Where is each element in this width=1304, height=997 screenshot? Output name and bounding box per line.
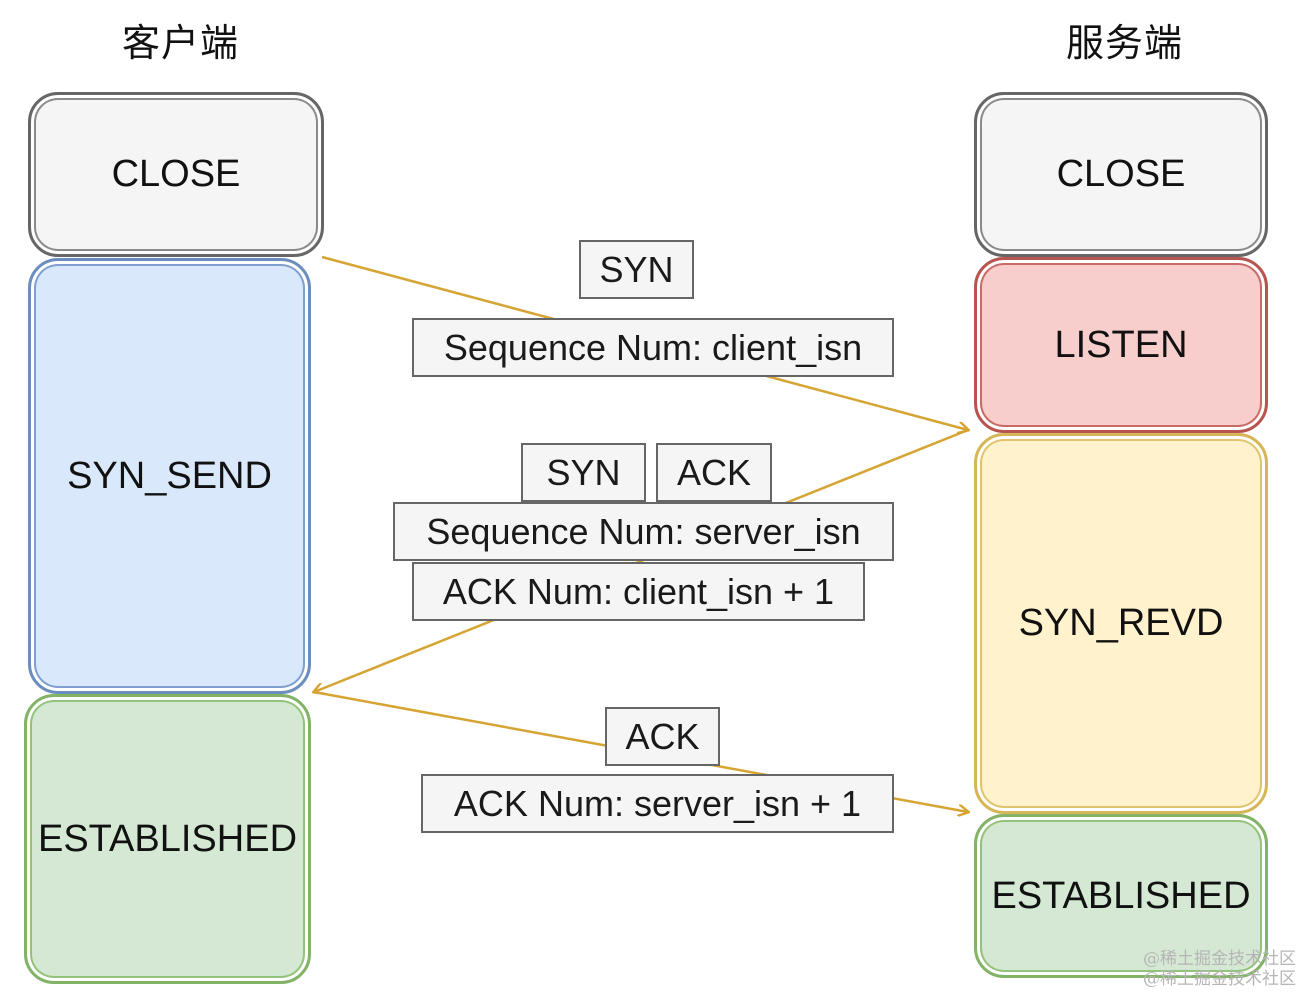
syn-ack-arrow xyxy=(314,428,969,692)
server-listen-label: LISTEN xyxy=(1054,323,1188,366)
client-close-label: CLOSE xyxy=(111,153,241,195)
client-syn-send-state: SYN_SEND xyxy=(28,258,311,694)
ack-num-client-label: ACK Num: client_isn + 1 xyxy=(412,562,865,621)
server-title: 服务端 xyxy=(1066,21,1184,65)
watermark: @稀土掘金技术社区 @稀土掘金技术社区 xyxy=(1143,949,1296,989)
server-close-label: CLOSE xyxy=(1056,153,1186,195)
ack-flag-label-2: ACK xyxy=(656,443,772,502)
server-listen-state: LISTEN xyxy=(974,257,1268,433)
client-close-state: CLOSE xyxy=(28,92,324,257)
server-close-state: CLOSE xyxy=(974,92,1268,257)
client-seq-label: Sequence Num: client_isn xyxy=(412,318,894,377)
watermark-line-1: @稀土掘金技术社区 xyxy=(1143,949,1296,969)
syn-flag-label: SYN xyxy=(579,240,694,299)
client-syn-send-label: SYN_SEND xyxy=(67,454,272,497)
client-established-label: ESTABLISHED xyxy=(37,817,298,860)
ack-flag-label-3: ACK xyxy=(605,707,720,766)
watermark-line-2: @稀土掘金技术社区 xyxy=(1143,969,1296,989)
server-syn-revd-state: SYN_REVD xyxy=(974,433,1268,814)
server-established-label: ESTABLISHED xyxy=(991,874,1251,917)
server-syn-revd-label: SYN_REVD xyxy=(1018,602,1224,644)
client-title: 客户端 xyxy=(122,21,240,65)
server-established-state: ESTABLISHED xyxy=(974,814,1268,978)
client-established-state: ESTABLISHED xyxy=(24,694,311,984)
server-seq-label: Sequence Num: server_isn xyxy=(393,502,894,561)
ack-num-server-label: ACK Num: server_isn + 1 xyxy=(421,774,894,833)
syn-flag-label-2: SYN xyxy=(521,443,646,502)
